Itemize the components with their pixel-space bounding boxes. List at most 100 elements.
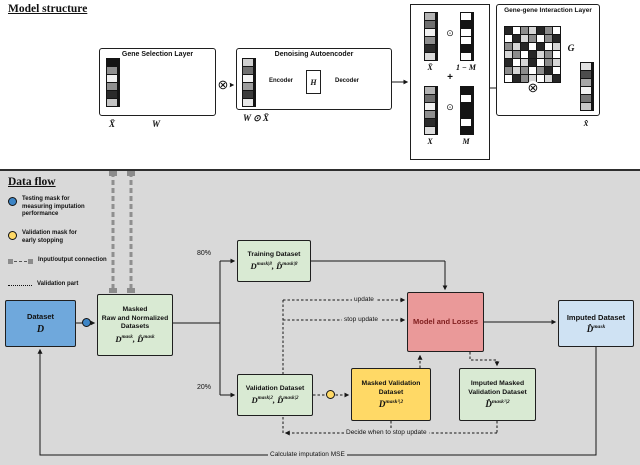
matrix-cell <box>521 51 528 58</box>
input-expression-vector <box>106 58 120 107</box>
legend-item-validation-mask: Validation mask for early stopping <box>8 230 77 245</box>
split-80-label: 80% <box>197 250 212 257</box>
vector-cell <box>461 87 471 94</box>
x-combine-label: X <box>427 137 433 146</box>
testing-mask-dot-icon <box>8 197 17 206</box>
vector-cell <box>107 83 117 90</box>
matrix-cell <box>553 59 560 66</box>
legend-item-io-connection: Input/output connection <box>8 257 107 265</box>
matrix-cell <box>537 67 544 74</box>
legend-label: Testing mask for measuring imputation pe… <box>22 196 85 217</box>
output-vector-label: x̂ <box>583 118 589 128</box>
vector-cell <box>581 63 591 70</box>
vector-cell <box>461 103 471 110</box>
matrix-cell <box>537 35 544 42</box>
vector-cell <box>243 99 253 106</box>
xbar-top-vector <box>424 12 438 61</box>
matrix-cell <box>521 75 528 82</box>
legend-label: Validation part <box>37 281 79 287</box>
matrix-cell <box>553 43 560 50</box>
vector-cell <box>461 111 471 118</box>
vector-cell <box>425 13 435 20</box>
plus-operator-icon: + <box>447 72 453 83</box>
gene-gene-interaction-matrix <box>504 26 561 83</box>
legend-label: Validation mask for early stopping <box>22 230 78 244</box>
vector-cell <box>461 119 471 126</box>
io-connection-lines <box>109 171 135 293</box>
matrix-cell <box>529 75 536 82</box>
vector-cell <box>107 67 117 74</box>
vector-cell <box>461 95 471 102</box>
matrix-cell <box>553 51 560 58</box>
matrix-cell <box>521 59 528 66</box>
matrix-cell <box>513 67 520 74</box>
update-edge-label: update <box>352 296 376 303</box>
matrix-cell <box>505 35 512 42</box>
testing-mask-dot <box>82 318 91 327</box>
masked-datasets-box-title: Masked Raw and Normalized Datasets <box>101 306 169 331</box>
validation-dataset-box-title: Validation Dataset <box>245 384 305 392</box>
matrix-cell <box>513 51 520 58</box>
one-minus-m-vector <box>460 12 474 61</box>
interaction-matrix-label: G <box>567 44 575 54</box>
validation-part-line-icon <box>8 285 32 286</box>
legend-item-validation-part: Validation part <box>8 281 78 289</box>
matrix-cell <box>513 75 520 82</box>
vector-cell <box>425 127 435 134</box>
vector-cell <box>425 29 435 36</box>
vector-cell <box>461 37 471 44</box>
x-bottom-vector <box>424 86 438 135</box>
matrix-cell <box>553 67 560 74</box>
vector-cell <box>425 119 435 126</box>
matrix-cell <box>553 35 560 42</box>
masked-datasets-box-math: Dmask, D̂mask <box>115 333 155 344</box>
matrix-cell <box>537 43 544 50</box>
autoencoder-input-math-label: W ⊙ X̄ <box>243 113 269 123</box>
vector-cell <box>461 45 471 52</box>
legend-item-testing-mask: Testing mask for measuring imputation pe… <box>8 196 85 219</box>
matrix-cell <box>545 43 552 50</box>
vector-cell <box>425 95 435 102</box>
vector-cell <box>581 87 591 94</box>
matrix-cell <box>553 75 560 82</box>
validation-mask-dot <box>326 390 335 399</box>
matrix-cell <box>505 51 512 58</box>
vector-cell <box>581 71 591 78</box>
matrix-cell <box>529 27 536 34</box>
calculate-mse-edge-label: Calculate imputation MSE <box>268 451 347 458</box>
encoder-label: Encoder <box>268 78 293 84</box>
vector-cell <box>425 87 435 94</box>
stop-update-edge-label: stop update <box>342 316 380 323</box>
imputed-masked-validation-box-math: D̂mask²|2 <box>485 398 510 409</box>
imputed-dataset-box-math: D̂mask <box>586 324 606 335</box>
one-minus-m-label: 1 − M <box>456 63 476 72</box>
matrix-cell <box>513 35 520 42</box>
otimes-interaction-operator-icon: ⊗ <box>526 80 540 95</box>
vector-cell <box>107 59 117 66</box>
vector-cell <box>581 95 591 102</box>
vector-cell <box>461 13 471 20</box>
gene-selection-layer-title: Gene Selection Layer <box>121 51 194 58</box>
imputed-dataset-box: Imputed Dataset D̂mask <box>558 300 634 347</box>
vector-cell <box>107 99 117 106</box>
matrix-cell <box>505 75 512 82</box>
data-flow-solid-arrows <box>37 258 597 456</box>
matrix-cell <box>545 75 552 82</box>
xbar-input-label: X̄ <box>108 119 115 129</box>
matrix-cell <box>521 43 528 50</box>
xbar-combine-label: X̄ <box>427 63 433 72</box>
matrix-cell <box>529 35 536 42</box>
autoencoder-input-vector <box>242 58 256 107</box>
otimes-operator-icon: ⊗ <box>216 77 230 92</box>
split-20-label: 20% <box>197 384 212 391</box>
matrix-cell <box>537 51 544 58</box>
denoising-autoencoder-title: Denoising Autoencoder <box>274 51 354 58</box>
dataset-box: Dataset D <box>5 300 76 347</box>
mask-vector <box>460 86 474 135</box>
matrix-cell <box>505 27 512 34</box>
training-dataset-box: Training Dataset Dmask|8, D̂mask|8 <box>237 240 311 282</box>
matrix-cell <box>513 43 520 50</box>
matrix-cell <box>545 35 552 42</box>
vector-cell <box>425 103 435 110</box>
vector-cell <box>461 127 471 134</box>
